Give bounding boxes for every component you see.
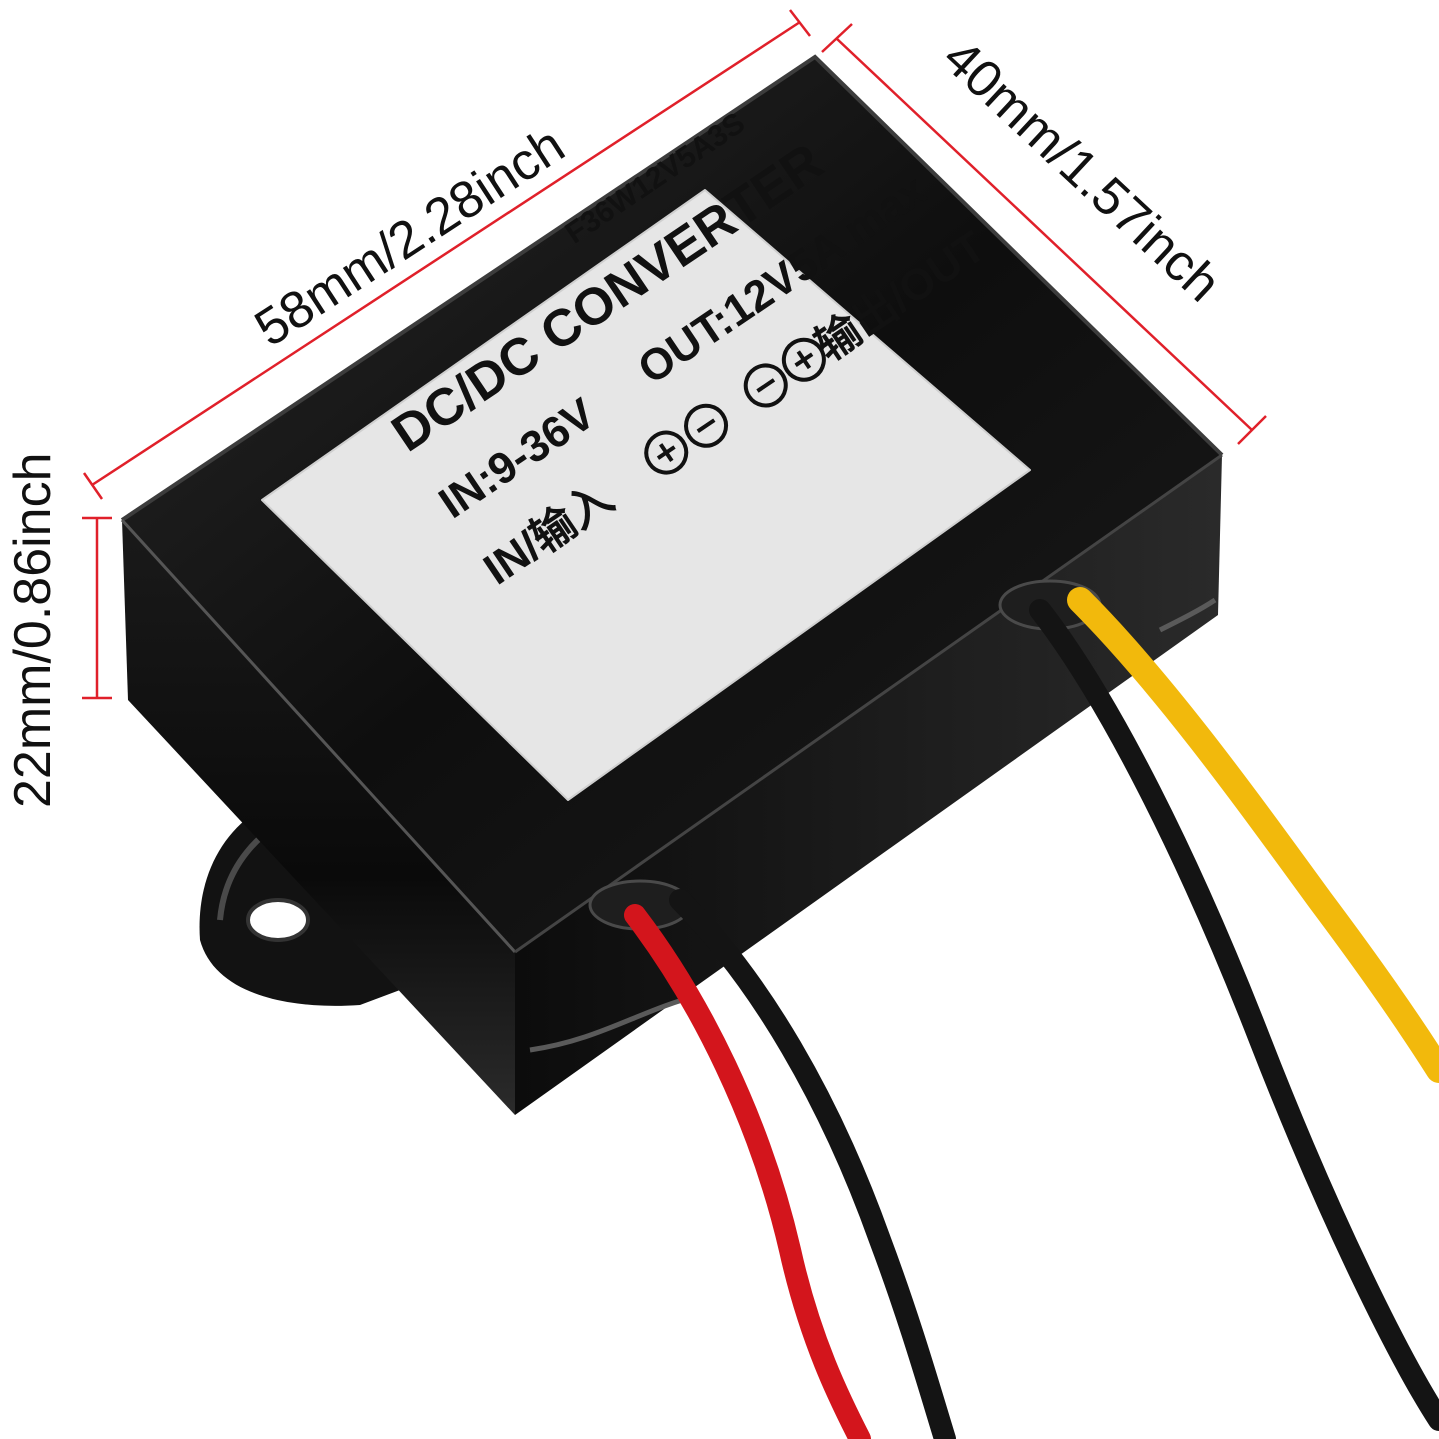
input-minus-icon	[684, 403, 729, 448]
input-wires	[624, 889, 956, 1439]
output-plus-icon	[781, 337, 826, 382]
dimension-height	[82, 516, 112, 700]
dimension-length	[82, 9, 811, 500]
output-wires	[1029, 587, 1439, 1431]
black-output-wire	[1029, 599, 1439, 1431]
output-minus-icon	[743, 363, 788, 408]
input-plus-icon	[644, 430, 689, 475]
yellow-wire	[1067, 587, 1439, 1083]
mounting-hole	[246, 898, 310, 942]
height-dimension-label: 22mm/0.86inch	[4, 452, 62, 808]
red-wire	[624, 904, 871, 1439]
dimension-width	[821, 23, 1267, 445]
black-input-wire	[669, 889, 956, 1439]
